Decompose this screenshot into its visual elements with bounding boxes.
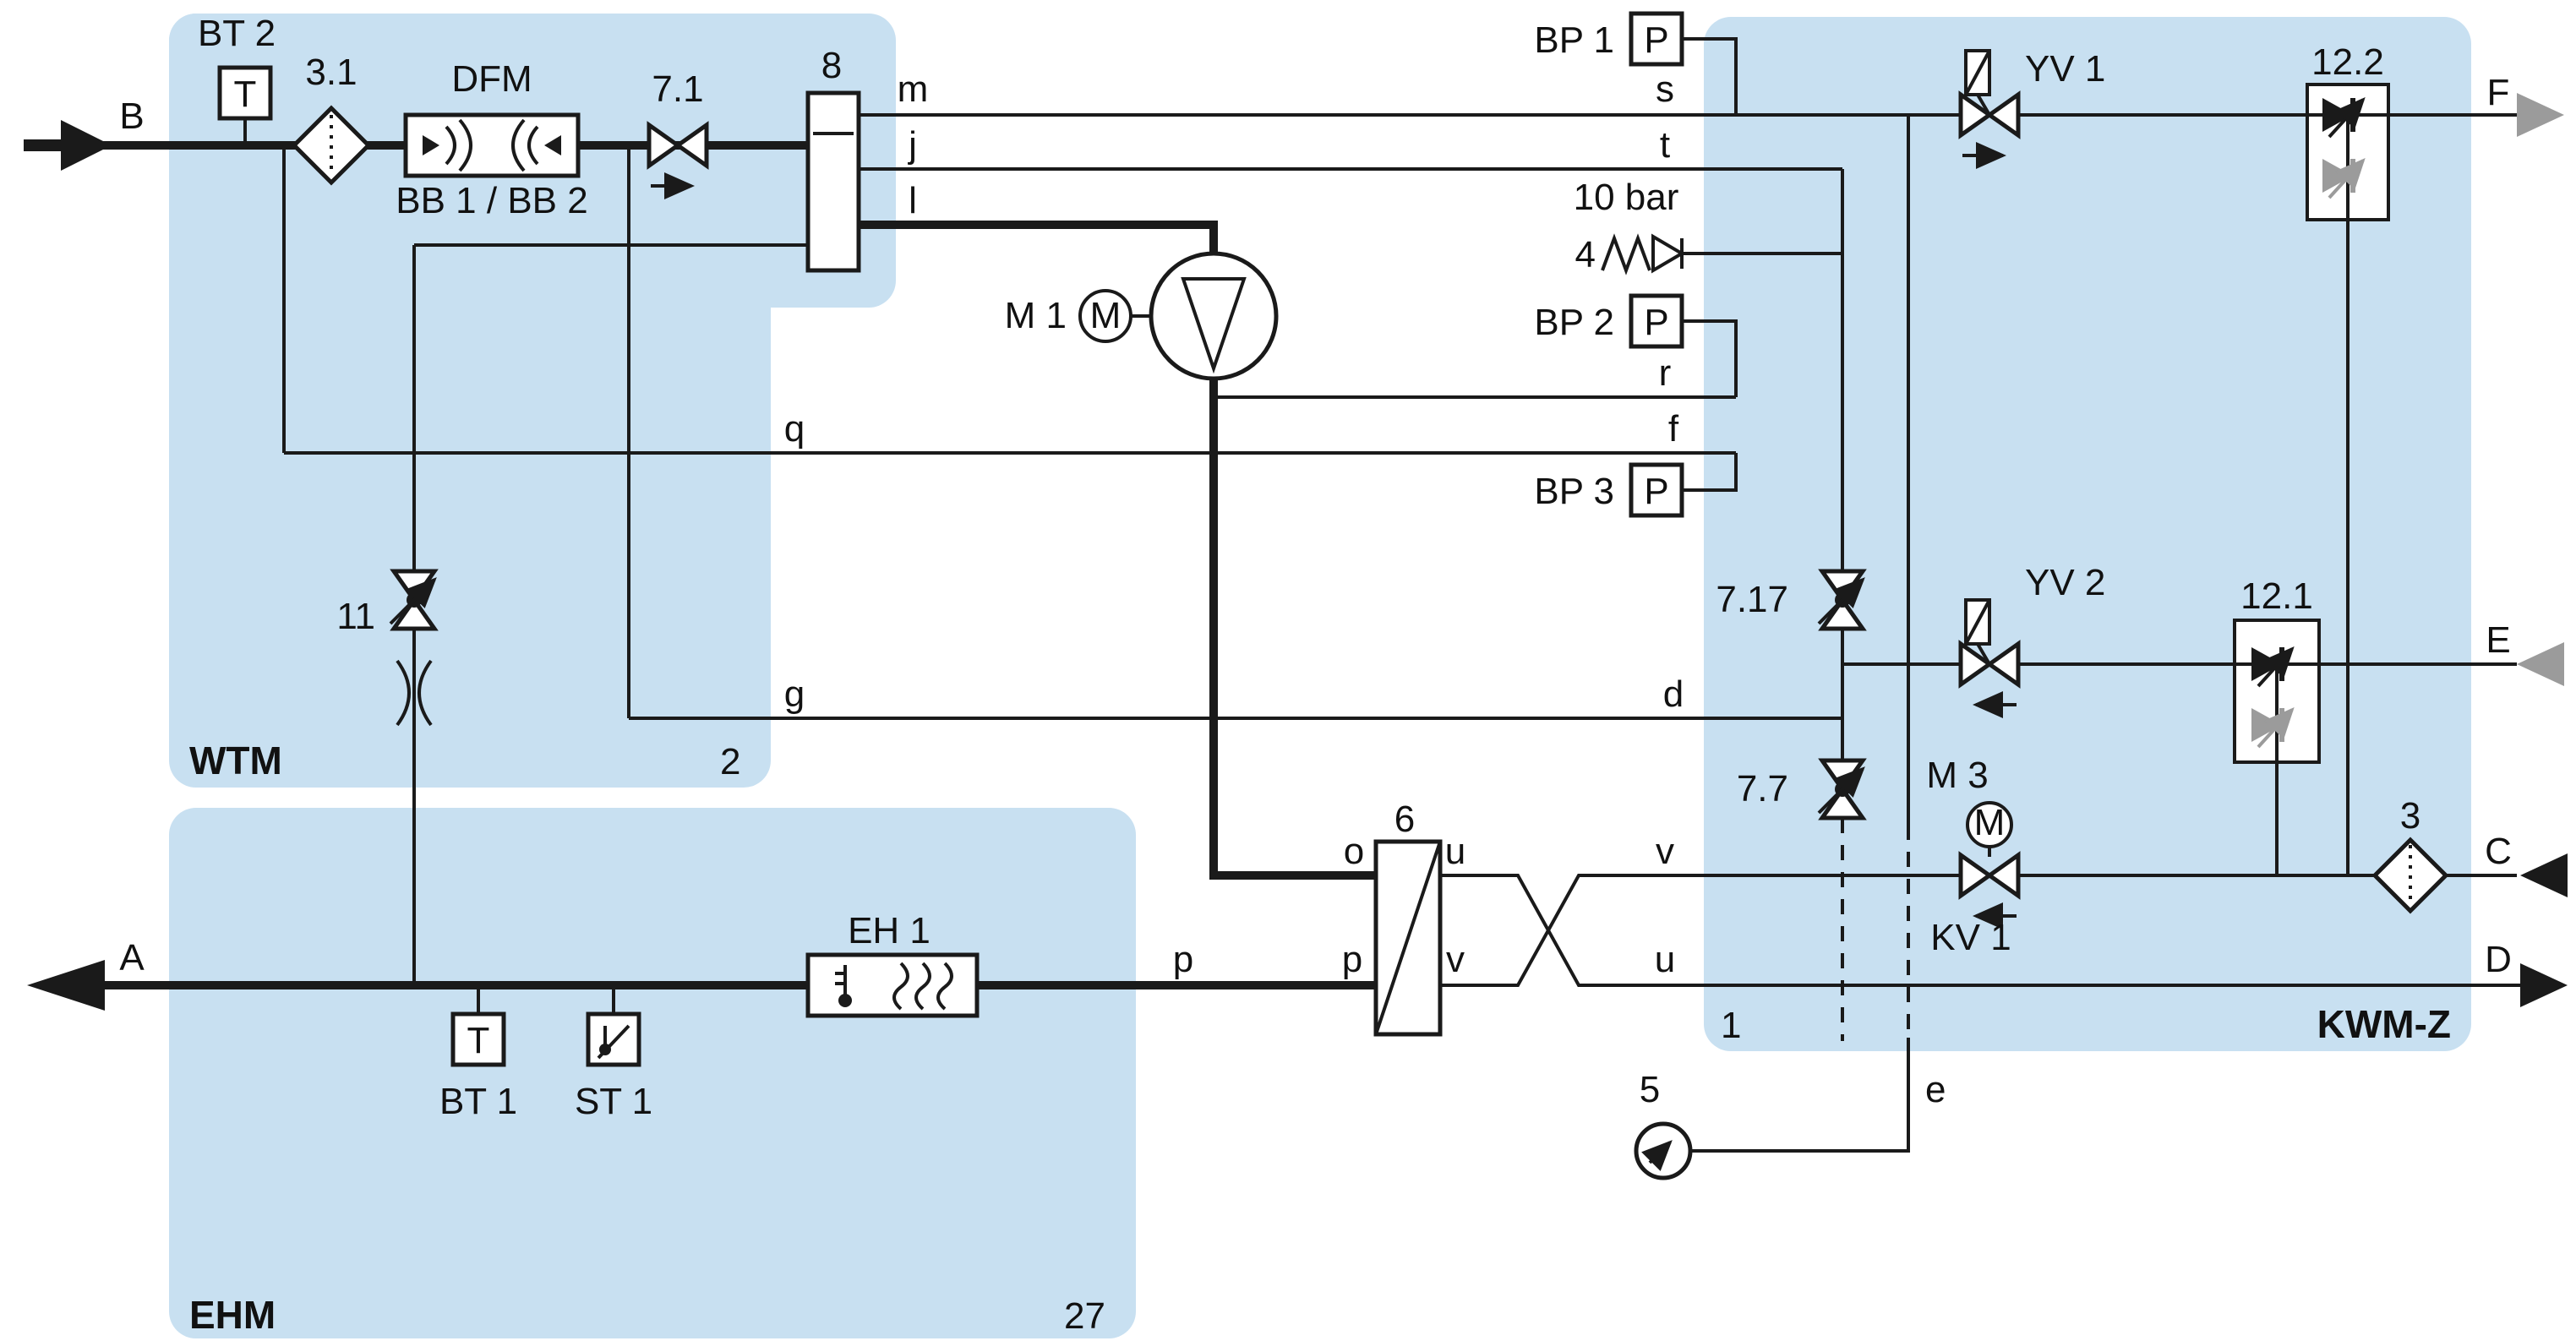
flow-meter-dfm xyxy=(403,112,581,178)
line-label-j: j xyxy=(907,124,917,166)
m1-label: M 1 xyxy=(1005,295,1067,336)
kwmz-num: 1 xyxy=(1721,1005,1741,1046)
edge-label-b: B xyxy=(119,95,144,137)
valve-7-7 xyxy=(1817,758,1867,820)
bp3-glyph: P xyxy=(1644,471,1668,512)
edge-label-d: D xyxy=(2485,939,2512,980)
valve-7-17 xyxy=(1817,569,1867,631)
v11-label: 11 xyxy=(336,596,375,637)
ehm-num: 27 xyxy=(1064,1295,1105,1337)
line-label-l: l xyxy=(909,180,917,221)
bp2-label: BP 2 xyxy=(1534,302,1614,343)
line-label-m: m xyxy=(898,68,929,110)
kv1-motor-label: M 3 xyxy=(1926,755,1988,796)
arrow-inlet-b xyxy=(24,120,112,171)
dfm-label: DFM xyxy=(451,58,532,100)
check-module-12-2 xyxy=(2306,83,2390,221)
port-label-o: o xyxy=(1344,831,1364,872)
line-label-e: e xyxy=(1925,1069,1946,1110)
solenoid-valve-yv1 xyxy=(1958,49,2021,169)
dfm-sub-label: BB 1 / BB 2 xyxy=(396,180,587,221)
line-label-g: g xyxy=(784,673,805,715)
valve-7-1 xyxy=(647,121,709,199)
filter31-label: 3.1 xyxy=(305,52,357,93)
kwmz-label: KWM-Z xyxy=(2317,1002,2451,1046)
line-label-p-mid: p xyxy=(1173,939,1193,980)
yv1-label: YV 1 xyxy=(2025,48,2105,90)
sensor-bt2: T xyxy=(217,65,273,121)
motor-valve-kv1: M xyxy=(1958,801,2021,929)
edge-label-a: A xyxy=(119,937,145,978)
m121-label: 12.1 xyxy=(2240,575,2313,617)
region-kwmz xyxy=(1704,17,2471,1051)
bp3-label: BP 3 xyxy=(1534,471,1614,512)
strainer-3-1 xyxy=(291,105,372,186)
sensor-bp2: P xyxy=(1629,293,1684,349)
labels: B A C D E F WTM 2 EHM 27 KWM-Z 1 BT 2 3.… xyxy=(119,13,2512,1337)
sensor-bp3: P xyxy=(1629,462,1684,518)
wtm-label: WTM xyxy=(189,739,282,782)
wtm-num: 2 xyxy=(720,741,740,782)
port-label-u: u xyxy=(1445,831,1465,872)
v717-label: 7.17 xyxy=(1716,579,1788,620)
gauge5-label: 5 xyxy=(1640,1069,1660,1110)
line-label-q: q xyxy=(784,408,805,450)
port-label-p: p xyxy=(1342,939,1362,980)
line-label-r: r xyxy=(1659,352,1672,394)
pump-m1: M xyxy=(1078,251,1279,381)
ehm-label: EHM xyxy=(189,1293,276,1337)
heat-exchanger-6 xyxy=(1373,839,1443,1037)
solenoid-valve-yv2 xyxy=(1958,598,2021,718)
v77-label: 7.7 xyxy=(1737,768,1788,810)
relief4-setpoint: 10 bar xyxy=(1574,177,1679,218)
edge-label-e: E xyxy=(2486,619,2510,661)
sensor-st1 xyxy=(586,1011,641,1067)
line-label-s: s xyxy=(1656,68,1674,110)
arrow-inlet-e xyxy=(2517,642,2564,686)
bp1-glyph: P xyxy=(1644,19,1668,61)
m1-motor-glyph: M xyxy=(1090,295,1122,336)
eh1-label: EH 1 xyxy=(848,910,931,951)
port-label-v: v xyxy=(1446,939,1465,980)
yv2-label: YV 2 xyxy=(2025,562,2105,603)
relief-valve-4 xyxy=(1601,233,1685,275)
line-label-u: u xyxy=(1655,939,1675,980)
bt1-label: BT 1 xyxy=(439,1081,517,1122)
line-label-f: f xyxy=(1668,408,1679,450)
v71-label: 7.1 xyxy=(652,68,703,110)
bp1-label: BP 1 xyxy=(1534,19,1614,61)
arrow-outlet-d xyxy=(2520,963,2568,1007)
line-label-d: d xyxy=(1663,673,1684,715)
valve-11 xyxy=(389,569,439,631)
sensor-bt1: T xyxy=(450,1011,506,1067)
line-label-t: t xyxy=(1660,124,1670,166)
region-ehm xyxy=(169,808,1136,1338)
line-label-v: v xyxy=(1656,831,1674,872)
gauge-5 xyxy=(1634,1121,1693,1180)
bp2-glyph: P xyxy=(1644,302,1668,343)
arrow-outlet-f xyxy=(2517,93,2564,137)
edge-label-c: C xyxy=(2485,831,2512,872)
filter3-label: 3 xyxy=(2400,795,2420,837)
m122-label: 12.2 xyxy=(2311,41,2384,83)
edge-label-f: F xyxy=(2487,72,2510,113)
vessel-8 xyxy=(805,90,861,273)
bt2-label: BT 2 xyxy=(198,13,276,54)
kv1-motor-glyph: M xyxy=(1974,802,2006,843)
bt1-glyph: T xyxy=(467,1020,490,1061)
sensor-bp1: P xyxy=(1629,11,1684,67)
strainer-3 xyxy=(2371,837,2449,914)
arrow-inlet-c xyxy=(2520,853,2568,897)
relief4-label: 4 xyxy=(1575,234,1596,275)
heater-eh1 xyxy=(805,952,980,1018)
check-module-12-1 xyxy=(2233,619,2321,764)
st1-label: ST 1 xyxy=(575,1081,652,1122)
throttle-orifice xyxy=(396,659,433,727)
bt2-glyph: T xyxy=(234,74,257,115)
kv1-label: KV 1 xyxy=(1930,917,2011,958)
hx6-label: 6 xyxy=(1394,799,1415,840)
vessel8-label: 8 xyxy=(821,45,842,86)
arrow-outlet-a xyxy=(27,960,105,1011)
pipes-thin xyxy=(243,37,2520,1153)
